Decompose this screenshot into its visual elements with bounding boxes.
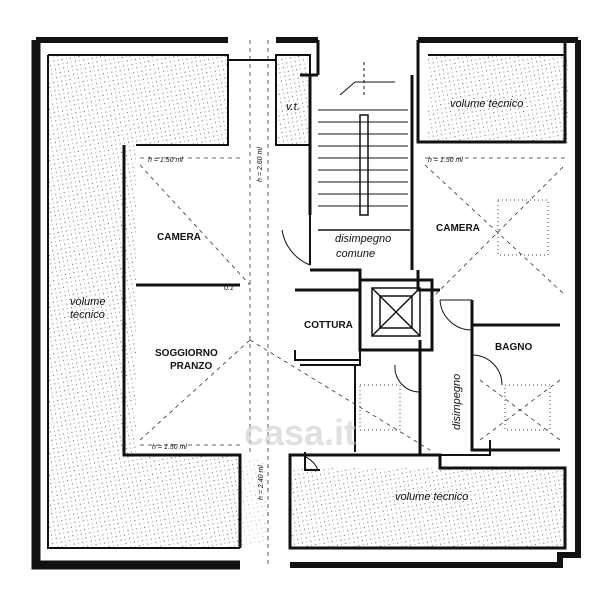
vt-label: v.t. <box>286 101 300 113</box>
disimpegno-comune-label-2: comune <box>336 248 375 260</box>
volume-tecnico-left-label-2: tecnico <box>70 309 105 321</box>
bagno-label: BAGNO <box>495 342 532 353</box>
disimpegno-comune-label-1: disimpegno <box>335 233 391 245</box>
lift <box>371 287 421 337</box>
camera-right-label: CAMERA <box>436 223 480 234</box>
watermark-text: casa.it <box>244 412 356 453</box>
volume-tecnico-left-label-1: volume <box>70 296 105 308</box>
skylights <box>359 199 551 431</box>
doors <box>281 215 503 471</box>
soggiorno-label: SOGGIORNO <box>155 348 218 359</box>
h240-bottom-note: h = 2.40 ml <box>258 465 265 500</box>
staircase <box>318 60 410 231</box>
camera-left-label: CAMERA <box>157 232 201 243</box>
h150-left-note: h = 1.50 ml <box>148 157 183 164</box>
slope-lines <box>139 40 566 565</box>
volume-tecnico-top-label: volume tecnico <box>450 98 523 110</box>
cottura-label: COTTURA <box>304 320 353 331</box>
dimension-notes: h = 1.50 ml h = 1.50 ml h = 1.50 ml h = … <box>148 147 463 500</box>
h150-right-note: h = 1.50 ml <box>428 157 463 164</box>
hatched-areas <box>48 55 568 548</box>
mark-note: 0.1 <box>224 285 234 292</box>
h150-bottom-note: h = 1.50 ml <box>152 444 187 451</box>
room-labels: CAMERA CAMERA COTTURA SOGGIORNO PRANZO B… <box>70 98 532 503</box>
pranzo-label: PRANZO <box>170 361 212 372</box>
h260-top-note: h = 2.60 ml <box>257 147 264 182</box>
volume-tecnico-bottom-label: volume tecnico <box>395 491 468 503</box>
disimpegno-label: disimpegno <box>451 374 463 430</box>
interior-walls <box>136 75 560 456</box>
